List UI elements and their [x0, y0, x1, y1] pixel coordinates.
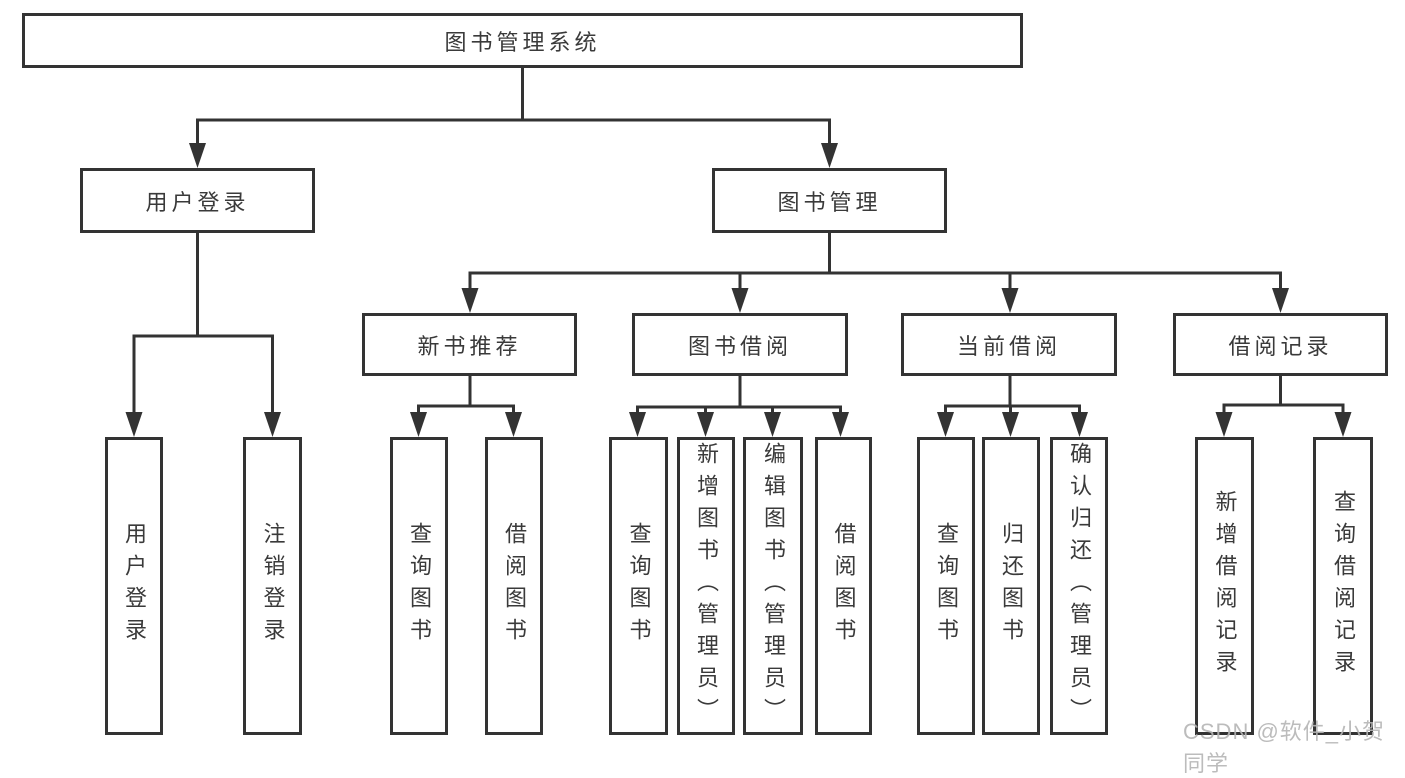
leaf-confirm-return-admin-label: 确认归还（管理员）: [1067, 442, 1092, 730]
connector-current-split: [944, 375, 1081, 414]
leaf-logout: 注销登录: [243, 437, 302, 735]
leaf-query-books-current: 查询图书: [917, 437, 975, 735]
leaf-add-books-admin: 新增图书（管理员）: [677, 437, 735, 735]
leaf-edit-books-admin-label: 编辑图书（管理员）: [761, 442, 786, 730]
connector-records-split: [1222, 375, 1345, 414]
leaf-query-books-borrowing: 查询图书: [609, 437, 668, 735]
csdn-watermark: CSDN @软件_小贺同学: [1183, 719, 1386, 776]
node-user-login: 用户登录: [80, 168, 315, 233]
leaf-logout-label: 注销登录: [260, 522, 286, 650]
connector-newbook-split: [417, 375, 515, 414]
leaf-edit-books-admin: 编辑图书（管理员）: [743, 437, 803, 735]
leaf-borrow-books: 借阅图书: [815, 437, 872, 735]
node-new-book-recommendation: 新书推荐: [362, 313, 577, 376]
leaf-return-books: 归还图书: [982, 437, 1040, 735]
node-library-management-system: 图书管理系统: [22, 13, 1023, 68]
leaf-borrow-books-newbook-label: 借阅图书: [502, 522, 527, 650]
leaf-user-login-label: 用户登录: [122, 522, 147, 650]
leaf-query-books-newbook-label: 查询图书: [407, 522, 432, 650]
leaf-query-books-borrowing-label: 查询图书: [626, 522, 652, 650]
leaf-user-login: 用户登录: [105, 437, 163, 735]
leaf-return-books-label: 归还图书: [999, 522, 1024, 650]
leaf-confirm-return-admin: 确认归还（管理员）: [1050, 437, 1108, 735]
leaf-add-borrow-record-label: 新增借阅记录: [1212, 490, 1238, 682]
leaf-add-books-admin-label: 新增图书（管理员）: [694, 442, 719, 730]
connector-userlogin-split: [132, 334, 274, 414]
connector-root-split: [196, 118, 831, 145]
leaf-query-borrow-record: 查询借阅记录: [1313, 437, 1373, 735]
leaf-add-borrow-record: 新增借阅记录: [1195, 437, 1254, 735]
node-current-borrowing: 当前借阅: [901, 313, 1117, 376]
arrowheads: [125, 143, 1352, 437]
leaf-borrow-books-newbook: 借阅图书: [485, 437, 543, 735]
connector-bookmgmt-split: [468, 271, 1282, 290]
connector-lines: [125, 68, 1352, 437]
leaf-borrow-books-label: 借阅图书: [831, 522, 857, 650]
node-book-borrowing: 图书借阅: [632, 313, 848, 376]
leaf-query-books-current-label: 查询图书: [934, 522, 959, 650]
node-book-management: 图书管理: [712, 168, 947, 233]
connector-borrow-split: [636, 375, 842, 414]
leaf-query-books-newbook: 查询图书: [390, 437, 448, 735]
leaf-query-borrow-record-label: 查询借阅记录: [1331, 490, 1356, 682]
node-borrowing-records: 借阅记录: [1173, 313, 1388, 376]
